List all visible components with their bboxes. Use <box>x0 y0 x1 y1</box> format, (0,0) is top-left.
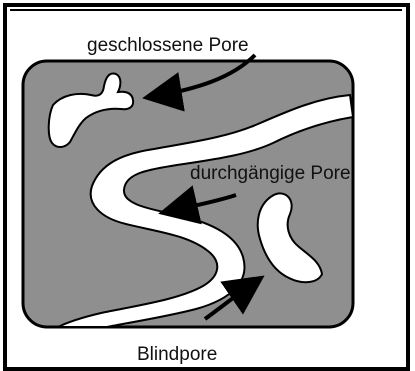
blind-pore-label: Blindpore <box>137 344 217 365</box>
closed-pore-label: geschlossene Pore <box>87 35 249 56</box>
through-pore-label: durchgängige Pore <box>190 163 351 184</box>
